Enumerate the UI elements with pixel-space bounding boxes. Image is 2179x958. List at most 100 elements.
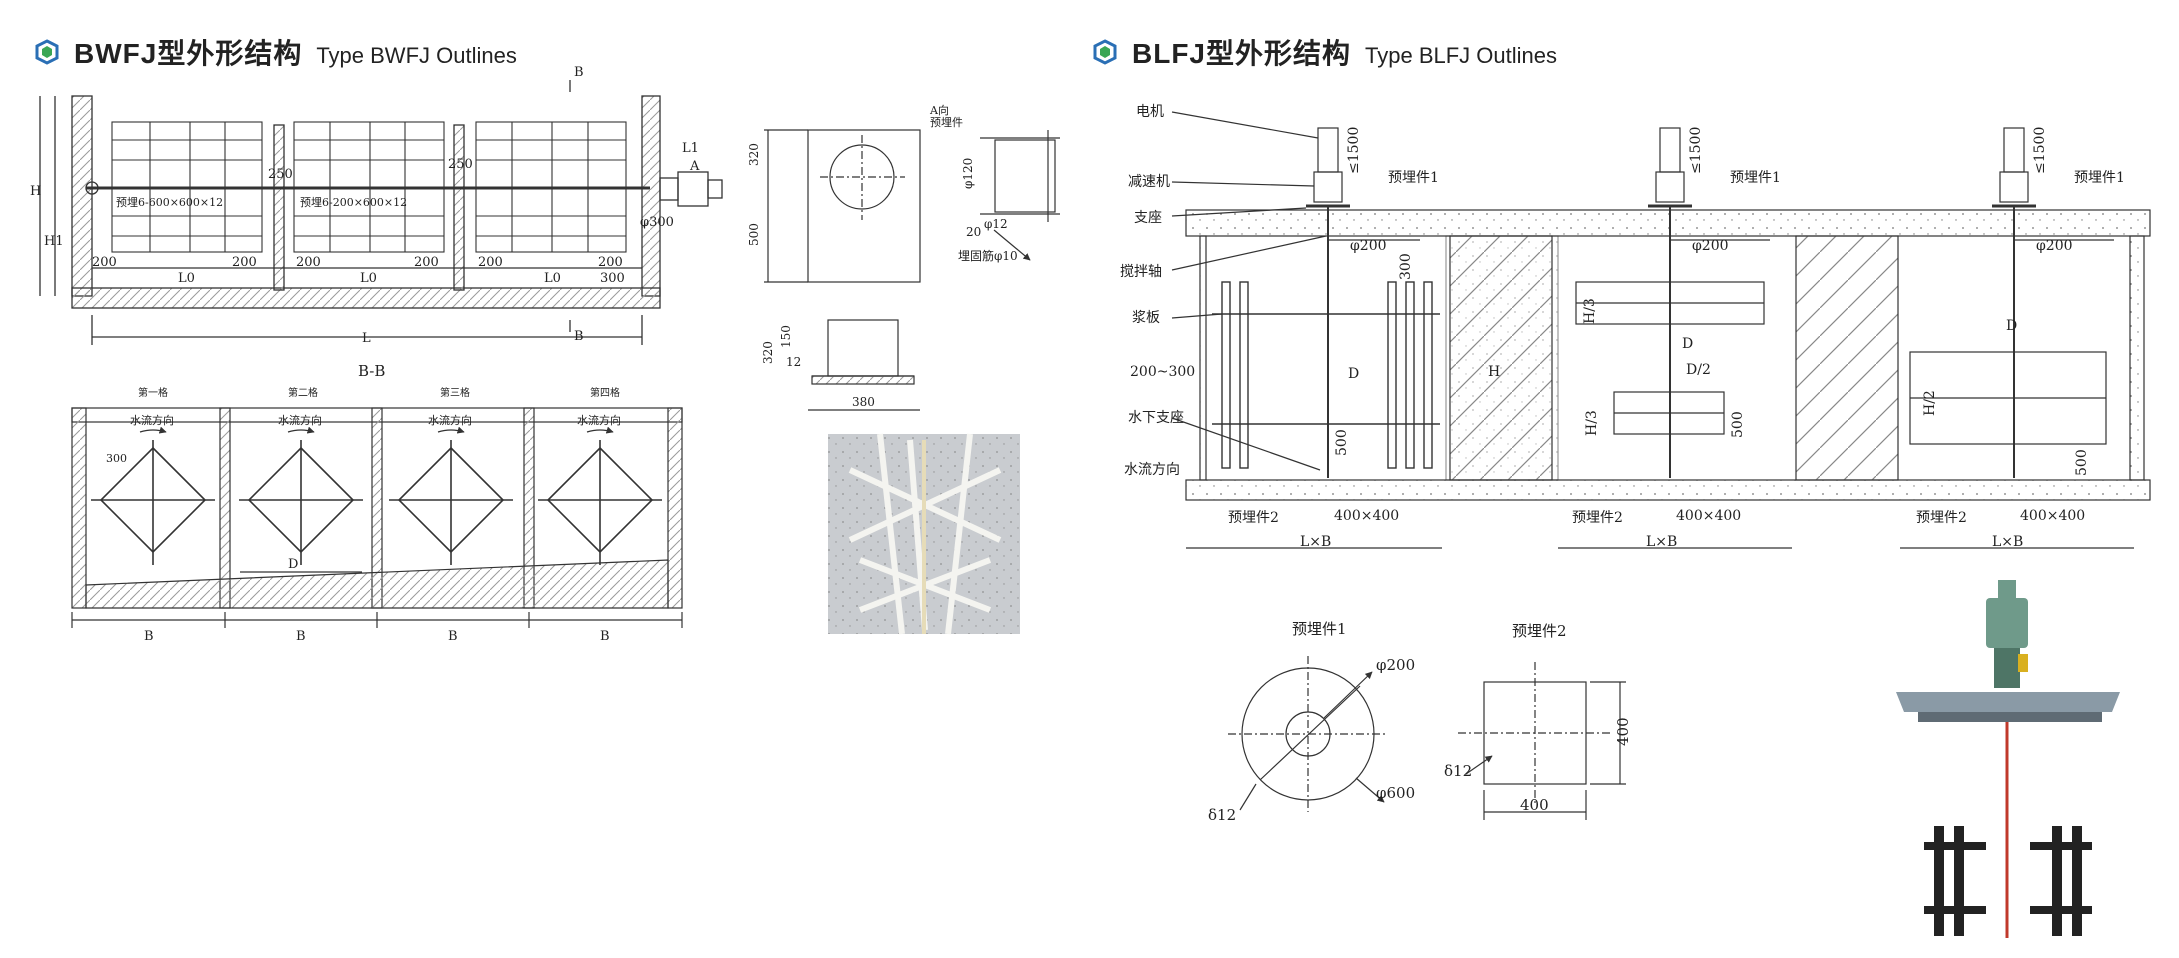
label-support: 支座 <box>1134 210 1162 226</box>
dim-380: 380 <box>852 395 875 409</box>
dim-phi120: φ120 <box>961 158 975 189</box>
dim-bottom-4: 200 <box>296 255 321 270</box>
dim-400x400-a: 400×400 <box>1334 508 1399 524</box>
dim-lxb-a: L×B <box>1300 534 1331 550</box>
label-200-300: 200~300 <box>1130 364 1195 380</box>
label-underwater-support: 水下支座 <box>1128 410 1184 426</box>
bwfj-elevation <box>39 80 723 345</box>
bwfj-section <box>71 407 683 628</box>
embed-note-b: 预埋6-200×600×12 <box>300 196 407 209</box>
embed2-c: 预埋件2 <box>1916 510 1967 526</box>
cell-2-label: 第二格 <box>288 386 318 399</box>
mixer-photo <box>1896 580 2120 938</box>
dim-300: 300 <box>106 452 127 465</box>
label-flow-direction: 水流方向 <box>1124 462 1180 478</box>
dim-bottom-1: 200 <box>92 255 117 270</box>
detail1-phi600: φ600 <box>1376 784 1415 802</box>
dim-bottom-7: 200 <box>478 255 503 270</box>
dim-500-c: 500 <box>2074 449 2090 476</box>
dim-20: 20 <box>966 225 981 239</box>
dim-bottom-9: L0 <box>544 271 561 286</box>
dim-400x400-b: 400×400 <box>1676 508 1741 524</box>
le1500-b: ≤1500 <box>1688 127 1704 174</box>
dim-bottom-2: 200 <box>232 255 257 270</box>
company-logo-icon <box>35 39 59 65</box>
right-title-en: Type BLFJ Outlines <box>1365 43 1557 68</box>
dim-12: 12 <box>786 355 801 369</box>
blfj-elevation <box>1171 111 2151 549</box>
dim-lxb-b: L×B <box>1646 534 1677 550</box>
bwfj-detail <box>764 129 1060 411</box>
dim-300: 300 <box>1398 253 1414 280</box>
embed-label: 预埋件 <box>930 116 963 129</box>
dim-500-left: 500 <box>747 223 761 246</box>
phi200-b: φ200 <box>1692 238 1729 254</box>
dim-b-2: B <box>296 629 306 644</box>
detail2-title: 预埋件2 <box>1512 622 1567 640</box>
dim-h: H <box>1488 364 1500 380</box>
embed-detail-1 <box>1228 656 1388 812</box>
dim-d-2: D <box>1682 336 1693 352</box>
embed1-c: 预埋件1 <box>2074 170 2125 186</box>
label-motor: 电机 <box>1136 104 1164 120</box>
dim-250b: 250 <box>448 157 473 172</box>
label-paddle: 浆板 <box>1132 310 1160 326</box>
dim-500-b: 500 <box>1730 411 1746 438</box>
dim-d: D <box>288 557 298 572</box>
dim-h: H <box>30 184 41 199</box>
dim-h3-b: H/3 <box>1584 410 1600 436</box>
dim-h1: H1 <box>44 234 64 249</box>
dim-bottom-8: 200 <box>598 255 623 270</box>
phi200-c: φ200 <box>2036 238 2073 254</box>
dim-h2: H/2 <box>1922 390 1938 416</box>
flow-3: 水流方向 <box>428 413 472 427</box>
dim-d-1: D <box>1348 366 1359 382</box>
dim-b-1: B <box>144 629 154 644</box>
embed-detail-2 <box>1458 662 1626 820</box>
embed-detail-2-labels: 预埋件2 δ12 400 400 <box>1444 622 1632 814</box>
detail2-dim-400v: 400 <box>1614 717 1632 746</box>
dim-h3-a: H/3 <box>1582 298 1598 324</box>
company-logo-icon <box>1093 39 1117 65</box>
dim-500-a: 500 <box>1334 429 1350 456</box>
detail1-title: 预埋件1 <box>1292 620 1347 638</box>
dim-250a: 250 <box>268 167 293 182</box>
dim-b-3: B <box>448 629 458 644</box>
right-title-zh: BLFJ型外形结构 <box>1132 38 1352 69</box>
bwfj-detail-labels: A向 预埋件 320 500 φ120 20 φ12 埋固筋φ10 320 15… <box>747 103 1018 409</box>
le1500-a: ≤1500 <box>1346 127 1362 174</box>
bolt-label: 埋固筋φ10 <box>958 248 1018 263</box>
label-reducer: 减速机 <box>1128 174 1170 190</box>
dim-l1: L1 <box>682 141 699 156</box>
dim-d2: D/2 <box>1686 362 1711 378</box>
dim-320-left: 320 <box>747 143 761 166</box>
dim-b-4: B <box>600 629 610 644</box>
dim-150: 150 <box>779 325 793 348</box>
flow-2: 水流方向 <box>278 413 322 427</box>
embed2-b: 预埋件2 <box>1572 510 1623 526</box>
dim-a: A <box>689 159 700 174</box>
dim-bottom-3: L0 <box>178 271 195 286</box>
section-mark-top: B <box>574 65 584 80</box>
detail2-delta: δ12 <box>1444 762 1472 780</box>
flow-1: 水流方向 <box>130 413 174 427</box>
dim-phi300: φ300 <box>640 215 674 230</box>
right-header: BLFJ型外形结构 Type BLFJ Outlines <box>1092 32 1557 72</box>
embed2-a: 预埋件2 <box>1228 510 1279 526</box>
label-shaft: 搅拌轴 <box>1120 264 1162 280</box>
dim-bottom-6: L0 <box>360 271 377 286</box>
blfj-elevation-labels: 电机 减速机 支座 搅拌轴 浆板 200~300 水下支座 水流方向 预埋件1 … <box>1120 104 2125 550</box>
dim-bottom-10: 300 <box>600 271 625 286</box>
embed1-b: 预埋件1 <box>1730 170 1781 186</box>
tank-photo <box>828 433 1020 635</box>
detail1-delta: δ12 <box>1208 806 1236 824</box>
embed1-a: 预埋件1 <box>1388 170 1439 186</box>
dim-l: L <box>362 331 371 346</box>
detail2-dim-400h: 400 <box>1520 796 1549 814</box>
left-title-en: Type BWFJ Outlines <box>316 43 517 68</box>
dim-d-3: D <box>2006 318 2017 334</box>
section-title: B-B <box>358 362 385 380</box>
left-title-zh: BWFJ型外形结构 <box>74 38 303 69</box>
le1500-c: ≤1500 <box>2032 127 2048 174</box>
